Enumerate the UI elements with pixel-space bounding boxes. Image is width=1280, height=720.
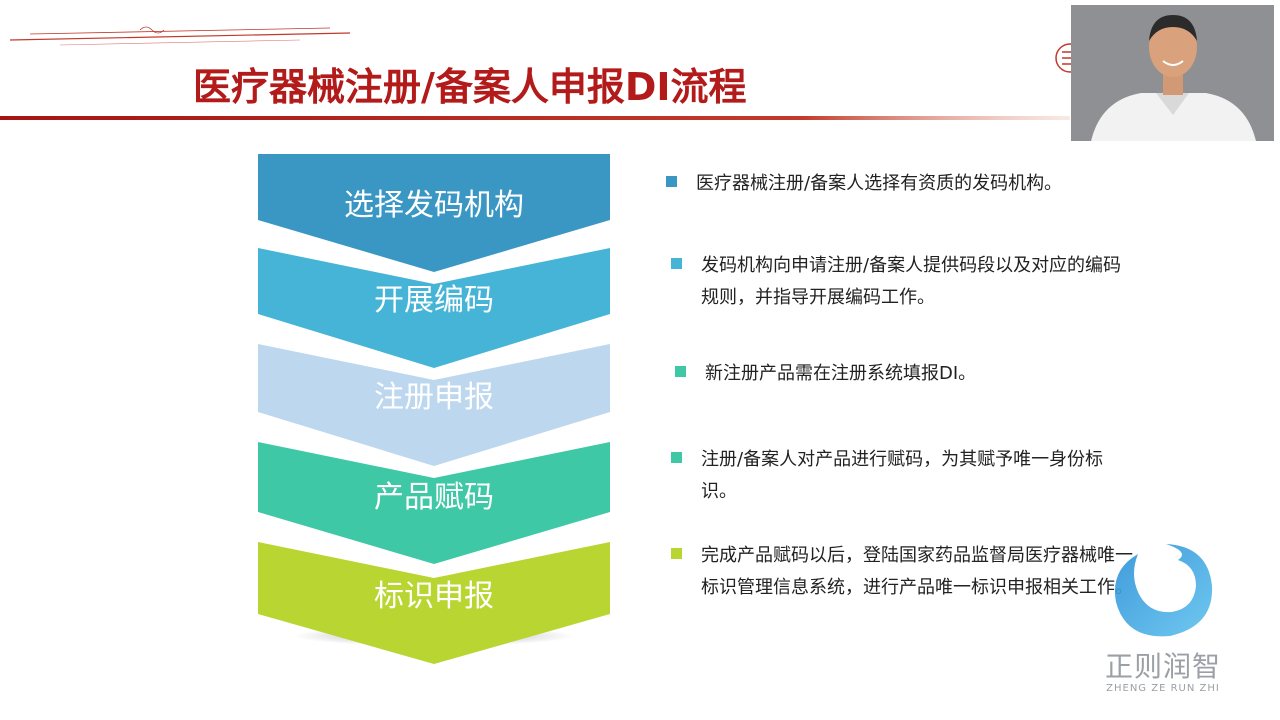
bullet-text: 发码机构向申请注册/备案人提供码段以及对应的编码规则，并指导开展编码工作。 bbox=[701, 255, 1122, 308]
bullet-square-icon bbox=[671, 452, 682, 463]
process-flow bbox=[258, 154, 610, 664]
bullet-text: 完成产品赋码以后，登陆国家药品监督局医疗器械唯一标识管理信息系统，进行产品唯一标… bbox=[701, 545, 1133, 598]
step-shape-1 bbox=[258, 154, 610, 272]
bullet-square-icon bbox=[671, 548, 682, 559]
step-shape-4 bbox=[258, 442, 610, 564]
step-label-1: 选择发码机构 bbox=[344, 188, 524, 223]
seal-decoration bbox=[1055, 43, 1076, 73]
bullet-square-icon bbox=[671, 258, 682, 269]
step-label-2: 开展编码 bbox=[374, 283, 494, 318]
step-label-5: 标识申报 bbox=[374, 579, 494, 614]
title-underline bbox=[0, 116, 1070, 120]
step-shape-3 bbox=[258, 344, 610, 466]
bullet-text: 注册/备案人对产品进行赋码，为其赋予唯一身份标识。 bbox=[701, 449, 1104, 502]
step-label-3: 注册申报 bbox=[374, 380, 494, 415]
bullet-square-icon bbox=[675, 366, 686, 377]
step-shape-2 bbox=[258, 248, 610, 368]
brand-pinyin: ZHENG ZE RUN ZHI bbox=[1106, 683, 1220, 694]
presenter-video bbox=[1071, 5, 1274, 141]
step-shape-5 bbox=[258, 542, 610, 664]
decorative-lines bbox=[9, 26, 351, 46]
step-label-4: 产品赋码 bbox=[374, 480, 494, 515]
bullet-square-icon bbox=[666, 176, 677, 187]
page-title: 医疗器械注册/备案人申报DI流程 bbox=[193, 65, 747, 109]
bullet-text: 新注册产品需在注册系统填报DI。 bbox=[705, 363, 977, 384]
brand-logo-icon bbox=[1114, 544, 1213, 637]
bullet-text: 医疗器械注册/备案人选择有资质的发码机构。 bbox=[696, 173, 1063, 194]
presenter-image bbox=[1071, 5, 1274, 141]
brand-name: 正则润智 bbox=[1104, 650, 1221, 683]
